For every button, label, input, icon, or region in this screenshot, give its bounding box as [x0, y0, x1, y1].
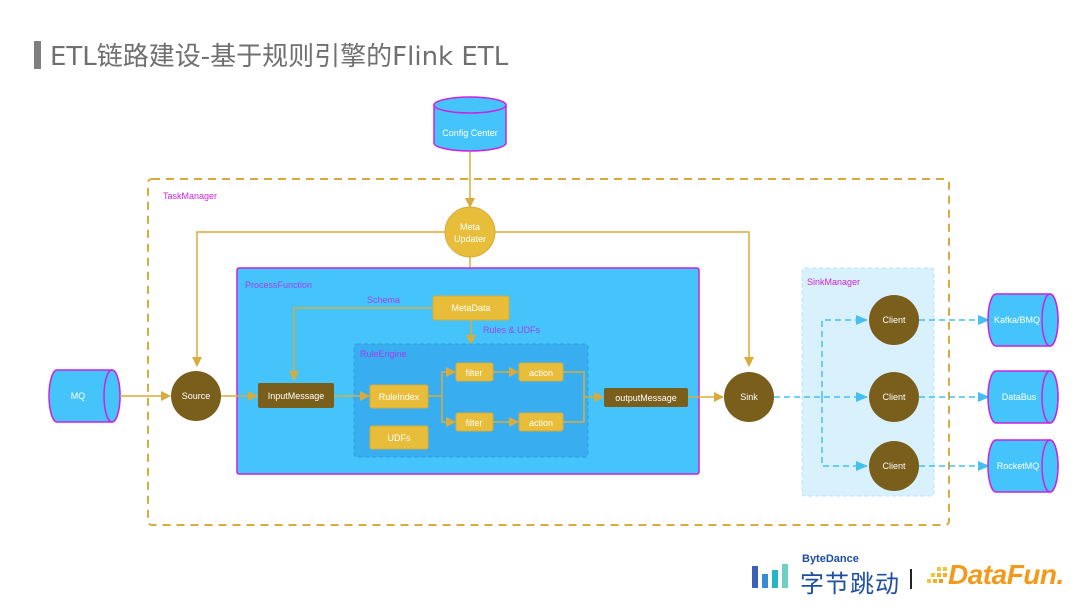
bytedance-en-text: ByteDance — [802, 553, 859, 565]
task-manager-label: TaskManager — [163, 191, 217, 201]
sink-to-client-3-edge — [821, 397, 868, 471]
rule-index-label: RuleIndex — [379, 392, 420, 402]
output-message-node: outputMessage — [604, 388, 688, 407]
meta-updater-label-line1: Meta — [460, 222, 480, 232]
metadata-label: MetaData — [451, 303, 490, 313]
databus-label: DataBus — [1002, 392, 1037, 402]
sink-node: Sink — [724, 372, 774, 422]
bytedance-cn-text: 字节跳动 — [800, 570, 900, 598]
source-node: Source — [171, 371, 221, 421]
source-label: Source — [182, 391, 211, 401]
meta-updater-to-sink-edge — [494, 231, 754, 367]
schema-edge-label: Schema — [367, 295, 400, 305]
process-function-label: ProcessFunction — [245, 280, 312, 290]
filter-2-node: filter — [455, 412, 494, 432]
action-1-label: action — [529, 368, 553, 378]
sink-label: Sink — [740, 392, 758, 402]
task-manager-container — [147, 178, 950, 526]
metadata-to-input-message-edge — [289, 307, 433, 381]
filter-1-label: filter — [465, 368, 482, 378]
meta-updater-to-source-edge — [192, 231, 446, 367]
rocketmq-label: RocketMQ — [997, 461, 1040, 471]
client-1-label: Client — [882, 315, 906, 325]
udfs-node: UDFs — [369, 425, 429, 450]
mq-label: MQ — [71, 391, 86, 401]
action-2-node: action — [518, 412, 564, 432]
config-center-db: Config Center — [433, 96, 507, 152]
mq-queue: MQ — [48, 369, 121, 423]
client-2-node: Client — [869, 372, 919, 422]
sink-manager-label: SinkManager — [807, 277, 860, 287]
rocketmq-queue: RocketMQ — [987, 439, 1059, 493]
rules-udfs-edge-label: Rules & UDFs — [483, 325, 541, 335]
sink-to-client-1-edge — [821, 315, 868, 397]
output-message-label: outputMessage — [615, 393, 677, 403]
client-2-label: Client — [882, 392, 906, 402]
filter-1-node: filter — [455, 362, 494, 382]
databus-queue: DataBus — [987, 370, 1059, 424]
kafka-bmq-label: Kafka/BMQ — [994, 315, 1040, 325]
rule-index-to-filter-2-edge — [441, 396, 456, 427]
slide-title: ETL链路建设-基于规则引擎的Flink ETL — [50, 42, 509, 72]
input-message-label: InputMessage — [268, 391, 325, 401]
client-3-node: Client — [869, 441, 919, 491]
udfs-label: UDFs — [388, 433, 411, 443]
meta-updater-label-line2: Updater — [454, 234, 486, 244]
rule-index-node: RuleIndex — [369, 384, 429, 409]
meta-updater-node: Meta Updater — [444, 206, 496, 258]
action-1-node: action — [518, 362, 564, 382]
datafun-text: DataFun. — [948, 559, 1064, 590]
client-3-label: Client — [882, 461, 906, 471]
action-2-label: action — [529, 418, 553, 428]
datafun-logo-icon — [927, 567, 947, 583]
input-message-node: InputMessage — [258, 383, 334, 408]
footer-logos: ByteDance 字节跳动 DataFun. — [752, 553, 1064, 598]
filter-2-label: filter — [465, 418, 482, 428]
logo-separator — [910, 569, 912, 589]
kafka-bmq-queue: Kafka/BMQ — [987, 293, 1059, 347]
metadata-node: MetaData — [432, 295, 510, 321]
config-center-label: Config Center — [442, 128, 498, 138]
rule-engine-label: RuleEngine — [360, 349, 407, 359]
title-accent-bar — [34, 41, 41, 69]
bytedance-logo-icon — [752, 564, 788, 588]
rule-index-to-filter-1-edge — [428, 367, 456, 397]
client-1-node: Client — [869, 295, 919, 345]
